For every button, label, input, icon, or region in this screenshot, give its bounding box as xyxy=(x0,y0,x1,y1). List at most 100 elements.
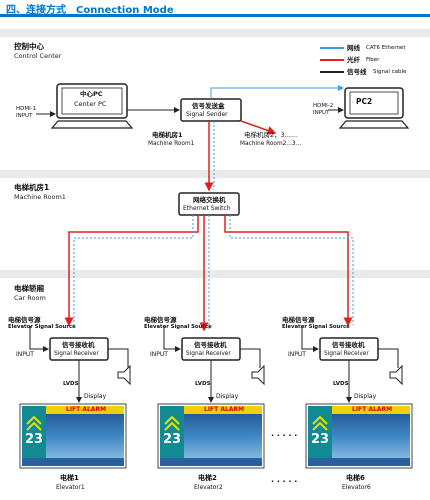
section-control-zh: 控制中心 xyxy=(14,42,44,51)
section-control-en: Control Center xyxy=(14,52,62,60)
alarm-text-2: LIFT ALARM xyxy=(204,406,245,413)
sender-to-pc2-ethernet xyxy=(210,85,344,99)
up-arrow-icon-1 xyxy=(26,415,42,431)
elevator-name-en-6: Elevator6 xyxy=(342,484,371,491)
hdmi2-line2: INPUT xyxy=(313,110,330,116)
lvds-label-2: LVDS xyxy=(195,381,211,387)
center-pc-en: Center PC xyxy=(74,100,107,108)
display-footer-6 xyxy=(308,458,410,466)
receiver-zh-6: 信号接收机 xyxy=(332,341,365,349)
floor-number-1: 23 xyxy=(25,432,44,447)
receiver-en-2: Signal Receiver xyxy=(186,351,231,357)
title-rule xyxy=(0,14,430,17)
display-footer-1 xyxy=(22,458,124,466)
display-label-6: Display xyxy=(354,393,377,400)
speaker-cable-6 xyxy=(378,348,399,368)
speaker-cable-2 xyxy=(240,348,261,368)
section-machine-zh: 电梯机房1 xyxy=(14,183,50,192)
legend-en-fiber: Fiber xyxy=(366,57,380,63)
legend-zh-fiber: 光纤 xyxy=(347,56,360,64)
legend-en-ethernet: CAT6 Ethernet xyxy=(366,45,406,51)
speaker-icon-2 xyxy=(251,364,265,386)
section-car-en: Car Room xyxy=(14,294,46,302)
elevator-name-zh-1: 电梯1 xyxy=(60,474,79,482)
page-title: 四、连接方式 Connection Mode xyxy=(6,5,174,16)
input-label-2: INPUT xyxy=(150,351,168,358)
center-pc-screen xyxy=(61,87,123,115)
lvds-label-1: LVDS xyxy=(63,381,79,387)
elevator-1-group xyxy=(19,326,131,469)
pc2-label: PC2 xyxy=(356,97,373,106)
speaker-icon-1 xyxy=(117,364,131,386)
elevator-6-group xyxy=(301,326,413,469)
sender-zh: 信号发送盒 xyxy=(192,102,225,110)
source-en-1: Elevator Signal Source xyxy=(8,324,76,330)
source-zh-6: 电梯信号源 xyxy=(282,316,315,324)
mr1-zh: 电梯机房1 xyxy=(152,131,183,139)
legend-zh-cable: 信号线 xyxy=(347,68,367,76)
section-band-control xyxy=(0,29,430,37)
source-zh-1: 电梯信号源 xyxy=(8,316,41,324)
pc2-keyboard xyxy=(338,120,410,129)
up-arrow-icon-6 xyxy=(312,415,328,431)
hdmi1-line2: INPUT xyxy=(16,113,33,119)
center-pc-zh: 中心PC xyxy=(80,90,103,98)
alarm-text-6: LIFT ALARM xyxy=(352,406,393,413)
source-zh-2: 电梯信号源 xyxy=(144,316,177,324)
receiver-en-6: Signal Receiver xyxy=(324,351,369,357)
section-band-machine xyxy=(0,170,430,178)
legend-swatch-ethernet xyxy=(320,47,344,49)
lvds-label-6: LVDS xyxy=(333,381,349,387)
sender-en: Signal Sender xyxy=(186,111,228,118)
mr1-en: Machine Room1 xyxy=(148,141,195,147)
elevator-name-zh-6: 电梯6 xyxy=(346,474,365,482)
floor-number-6: 23 xyxy=(311,432,330,447)
mr-more-zh: 电梯机房2，3...... xyxy=(244,131,298,139)
switch-to-rx6-fiber xyxy=(224,215,353,327)
alarm-banner-6 xyxy=(332,406,410,414)
legend-swatch-fiber xyxy=(320,59,344,61)
receiver-zh-2: 信号接收机 xyxy=(194,341,227,349)
switch-to-rx1-fiber xyxy=(64,215,199,327)
section-band-car xyxy=(0,270,430,278)
ellipsis-bottom: · · · · · xyxy=(271,477,298,486)
hdmi1-line1: HDMI-1 xyxy=(16,106,37,112)
source-cable-2 xyxy=(163,326,181,352)
legend-swatch-cable xyxy=(320,71,344,73)
elevator-name-en-1: Elevator1 xyxy=(56,484,85,491)
source-en-6: Elevator Signal Source xyxy=(282,324,350,330)
floor-number-2: 23 xyxy=(163,432,182,447)
speaker-cable-1 xyxy=(108,348,129,368)
input-label-6: INPUT xyxy=(288,351,306,358)
speaker-icon-6 xyxy=(389,364,403,386)
receiver-zh-1: 信号接收机 xyxy=(62,341,95,349)
alarm-banner-2 xyxy=(184,406,262,414)
receiver-en-1: Signal Receiver xyxy=(54,351,99,357)
legend-zh-ethernet: 网线 xyxy=(347,44,360,52)
source-cable-1 xyxy=(29,326,49,352)
display-label-1: Display xyxy=(84,393,107,400)
mr-more-en: Machine Room2...3... xyxy=(240,141,302,147)
switch-en: Ethernet Switch xyxy=(183,205,231,212)
section-car-zh: 电梯轿厢 xyxy=(14,284,44,293)
sender-to-mr2-fiber xyxy=(240,120,277,135)
elevator-name-en-2: Elevator2 xyxy=(194,484,223,491)
center-pc-keyboard xyxy=(50,120,134,129)
up-arrow-icon-2 xyxy=(164,415,180,431)
alarm-banner-1 xyxy=(46,406,124,414)
center-pc xyxy=(50,83,134,129)
switch-zh: 网络交换机 xyxy=(193,196,226,204)
alarm-text-1: LIFT ALARM xyxy=(66,406,107,413)
elevator-name-zh-2: 电梯2 xyxy=(198,474,217,482)
input-label-1: INPUT xyxy=(16,351,34,358)
switch-to-rx6-ethernet xyxy=(229,215,354,325)
display-footer-2 xyxy=(160,458,262,466)
source-cable-6 xyxy=(301,326,319,352)
source-en-2: Elevator Signal Source xyxy=(144,324,212,330)
legend-en-cable: Signal cable xyxy=(373,69,407,75)
hdmi2-line1: HDMI-2 xyxy=(313,103,334,109)
switch-to-rx1-ethernet xyxy=(73,215,194,325)
elevator-2-group xyxy=(157,326,265,469)
header-bar: 四、连接方式 Connection Mode xyxy=(0,0,430,17)
